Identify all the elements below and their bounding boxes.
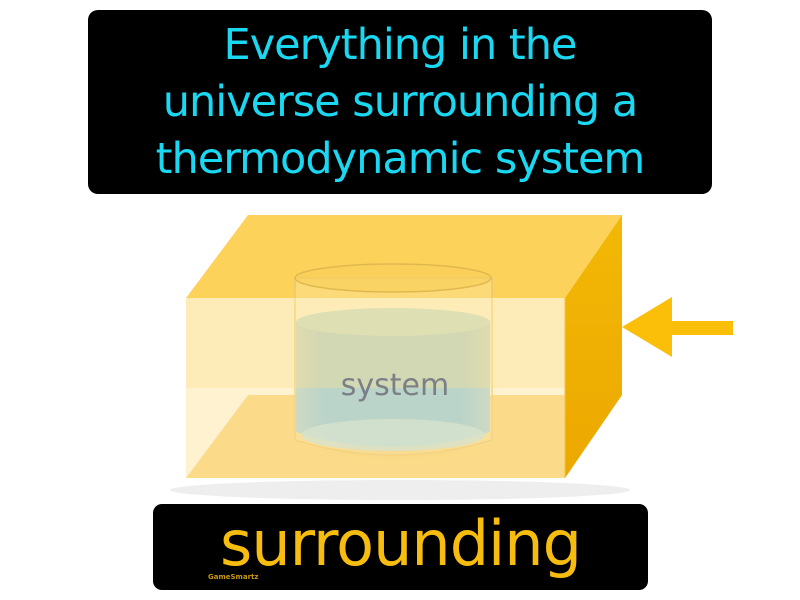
definition-line-1: Everything in the bbox=[223, 19, 578, 70]
brand-logo-text: GameSmartz bbox=[208, 573, 259, 581]
ground-shadow bbox=[170, 480, 630, 500]
definition-line-3: thermodynamic system bbox=[155, 133, 646, 184]
term-box: surrounding GameSmartz bbox=[153, 504, 648, 590]
system-label: system bbox=[340, 368, 450, 403]
arrow-left-icon bbox=[622, 297, 733, 357]
box-side-face bbox=[565, 215, 622, 478]
definition-line-2: universe surrounding a bbox=[162, 76, 638, 127]
box-front-face bbox=[186, 298, 565, 478]
beaker bbox=[294, 263, 493, 456]
definition-box: Everything in the universe surrounding a… bbox=[88, 10, 712, 194]
term-word: surrounding bbox=[220, 507, 582, 580]
water bbox=[296, 322, 490, 447]
